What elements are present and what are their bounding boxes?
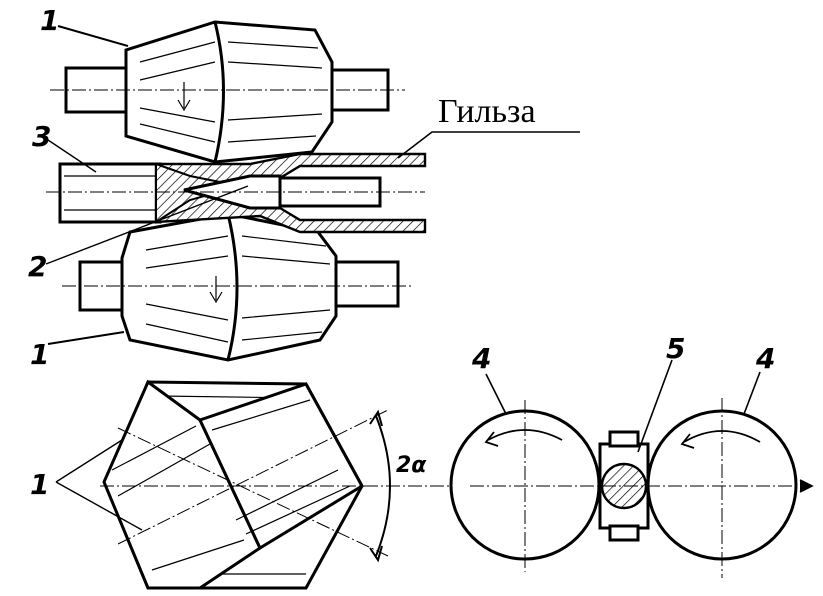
label-end-roll-right: 4 (755, 342, 775, 375)
leader-plan-1b (55, 481, 143, 531)
end-roll-left-rotation (487, 429, 563, 441)
upper-roll (124, 20, 334, 164)
workpiece (58, 162, 162, 224)
leader-end-roll-right (743, 371, 761, 415)
end-view-axis-arrow (799, 479, 814, 493)
side-view: 1 1 3 2 Гильза (28, 4, 580, 371)
plan-roll-right (197, 382, 365, 551)
guide-top-tab (608, 430, 640, 448)
guide-bottom-tab (608, 524, 640, 542)
end-roll-left-arrowhead (484, 431, 499, 447)
leader-plan-1a (55, 439, 123, 483)
angle-arrow-bottom (369, 545, 383, 563)
label-roll-bottom: 1 (30, 338, 49, 371)
plan-roll-axis-b (117, 409, 389, 545)
label-roll-top: 1 (40, 4, 59, 37)
angle-arrow-top (369, 409, 383, 427)
leader-end-roll-left (485, 373, 507, 415)
leader-guide (637, 359, 673, 453)
label-end-roll-left: 4 (471, 342, 491, 375)
plan-roll-axis-a (117, 427, 389, 557)
label-angle: 2α (396, 453, 427, 478)
label-guide: 5 (666, 332, 685, 365)
leader-workpiece (41, 135, 97, 173)
angle-arc (375, 415, 391, 557)
leader-upper-roll (57, 25, 129, 47)
lower-roll (120, 212, 338, 362)
end-roll-right-rotation (683, 430, 761, 443)
label-workpiece: 3 (32, 120, 51, 153)
leader-sleeve (397, 131, 580, 159)
label-roll-plan: 1 (30, 468, 49, 501)
end-roll-right-arrowhead (680, 433, 695, 449)
label-mandrel: 2 (28, 250, 47, 283)
leader-lower-roll (47, 331, 125, 345)
end-view: 4 4 5 (449, 332, 814, 578)
label-sleeve: Гильза (438, 93, 536, 130)
leader-mandrel (45, 185, 249, 265)
plan-view: 2α 1 (30, 379, 470, 590)
